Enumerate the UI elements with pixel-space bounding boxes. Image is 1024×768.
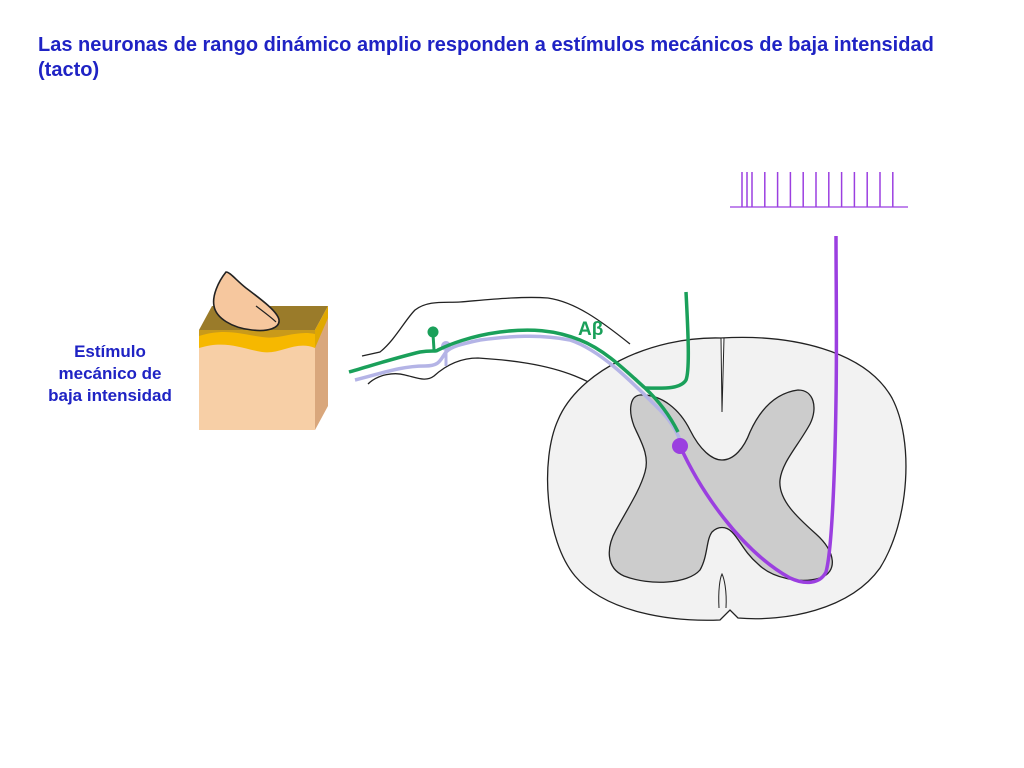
finger-icon: [212, 271, 280, 332]
projection-neuron-soma: [672, 438, 688, 454]
ab-ganglion-soma: [427, 326, 439, 338]
nerve-sheath-lower: [367, 357, 641, 415]
fat-layer: [199, 330, 315, 353]
stimulus-label-line-2: mecánico de: [58, 364, 162, 383]
faded-afferent-fiber: [354, 334, 682, 441]
epidermis-edge: [199, 330, 315, 338]
dorsal-median-sulcus: [720, 337, 725, 413]
slide-title: Las neuronas de rango dinámico amplio re…: [38, 34, 934, 81]
spike-train-recording: [730, 172, 908, 208]
ab-fiber-ascending-branch: [644, 291, 691, 390]
stimulus-label-line-1: Estímulo: [74, 342, 146, 361]
projection-neuron-axon: [678, 235, 839, 585]
ab-fiber-peripheral: [348, 328, 680, 433]
nerve-sheath-upper: [361, 296, 631, 357]
ab-fiber-label: Aβ: [578, 319, 603, 340]
fat-layer-side: [315, 306, 328, 348]
stimulus-label-line-3: baja intensidad: [48, 386, 172, 405]
stimulus-label: Estímulo mecánico de baja intensidad: [28, 341, 192, 407]
spinal-cord-section: [546, 336, 907, 621]
ventral-median-fissure: [718, 572, 727, 609]
skin-block: [199, 306, 328, 430]
